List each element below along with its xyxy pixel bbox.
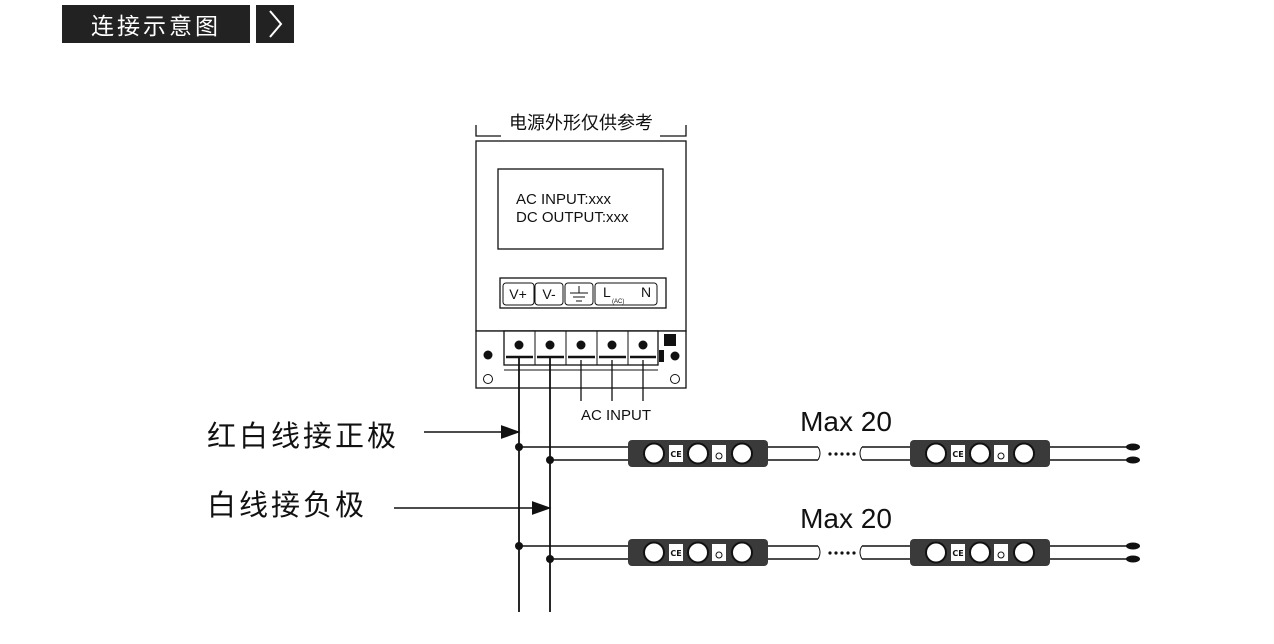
ce-mark-icon: CE [952,549,963,558]
svg-text:N: N [641,284,651,300]
svg-text:L: L [603,284,611,300]
svg-text:V+: V+ [509,286,527,302]
annotation-negative: 白线接负极 [207,488,367,522]
led-module-icon: CE [628,440,768,467]
led-row-1: Max 20 CE CE [519,406,1140,467]
header: 连接示意图 [62,5,294,43]
max-label-1: Max 20 [800,406,892,437]
psu-label-dc: DC OUTPUT:xxx [516,209,629,226]
ce-mark-icon: CE [952,450,963,459]
svg-text:(AC): (AC) [612,299,624,305]
ac-input-label: AC INPUT [581,407,651,424]
terminal-label-vplus: V+ [502,282,535,306]
ce-mark-icon: CE [670,450,681,459]
power-supply: 电源外形仅供参考 AC INPUT:xxx DC OUTPUT:xxx V+ V… [475,113,687,389]
chevron-right-icon [256,5,294,43]
ground-symbol-icon [564,282,594,306]
terminal-screws [483,331,680,384]
ac-input-wires: AC INPUT [580,360,651,424]
terminal-label-ac: L (AC) N [594,282,658,306]
psu-caption: 电源外形仅供参考 [509,113,653,134]
led-module-icon: CE [910,539,1050,566]
max-label-2: Max 20 [800,503,892,534]
diagram-title: 连接示意图 [62,5,250,43]
led-module-icon: CE [910,440,1050,467]
psu-label-panel [497,168,664,250]
psu-label-ac: AC INPUT:xxx [516,191,612,208]
terminal-label-vminus: V- [534,282,564,306]
annotation-positive: 红白线接正极 [207,419,399,453]
led-module-icon: CE [628,539,768,566]
dc-bus-wires [515,358,554,612]
svg-text:V-: V- [542,286,556,302]
ce-mark-icon: CE [670,549,681,558]
led-row-2: Max 20 CE CE [519,503,1140,566]
